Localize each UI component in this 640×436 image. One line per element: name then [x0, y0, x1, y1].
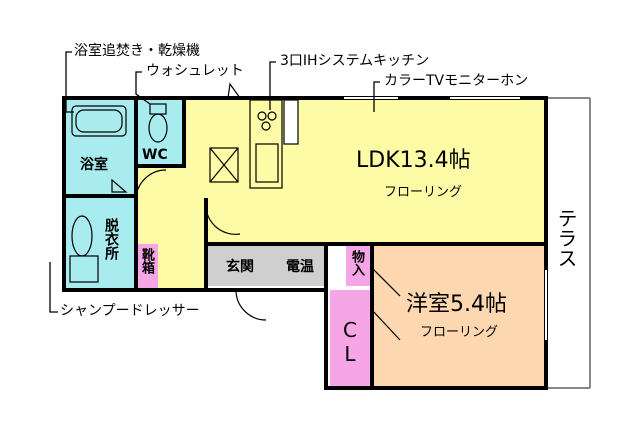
western-room-floor: フローリング: [420, 325, 499, 340]
callout-bath-dryer: 浴室追焚き・乾燥機: [74, 43, 200, 59]
callout-tv-intercom: カラーTVモニターホン: [384, 73, 529, 89]
room-wc-label: WC: [142, 147, 168, 163]
wc-fill: [138, 100, 182, 164]
room-water-heater-label: 電温: [286, 259, 314, 275]
room-shoe-box-label: 靴箱: [139, 248, 154, 274]
genkan-fill: [208, 246, 324, 286]
western-room-fill: [372, 244, 544, 388]
callout-lines: [49, 51, 380, 313]
terrace: [546, 97, 591, 389]
room-dressing-label: 脱衣所: [103, 218, 119, 260]
room-storage-label: 物入: [349, 250, 364, 276]
callout-shampoo-dresser: シャンプードレッサー: [60, 303, 200, 319]
terrace-label: テラス: [554, 208, 578, 268]
callout-washlet: ウォシュレット: [146, 63, 244, 79]
ldk-floor: フローリング: [384, 185, 463, 200]
closet-fill: [330, 290, 370, 386]
western-room-name: 洋室5.4帖: [406, 292, 507, 317]
room-entrance-label: 玄関: [226, 259, 254, 275]
room-bath-label: 浴室: [80, 157, 108, 173]
ldk-fill: [184, 100, 544, 242]
callout-ih-kitchen: 3口IHシステムキッチン: [280, 53, 430, 69]
storage-fill: [346, 246, 370, 286]
ldk-name: LDK13.4帖: [356, 148, 471, 173]
fixture-details: [69, 82, 547, 341]
bath-fill: [66, 100, 136, 194]
dressing-fill: [66, 196, 136, 288]
shoe-box-fill: [138, 244, 158, 288]
room-closet-label: CL: [338, 318, 362, 366]
